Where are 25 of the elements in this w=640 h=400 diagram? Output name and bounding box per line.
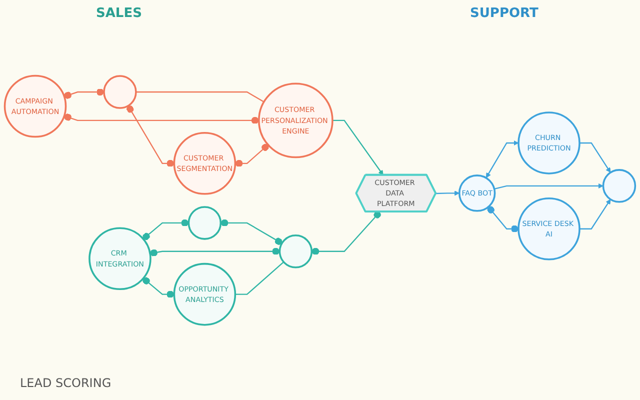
group-heading: SUPPORT: [470, 6, 538, 21]
connector: [312, 210, 381, 255]
connector: [235, 261, 284, 295]
group-heading: SALES: [96, 6, 142, 21]
node-circle: [103, 74, 137, 109]
connector: [64, 88, 104, 99]
connector: [142, 276, 174, 298]
node-circle: [188, 206, 222, 240]
connector: [136, 91, 264, 102]
arrow: [580, 198, 611, 230]
connector: [126, 105, 174, 167]
arrow: [486, 140, 519, 178]
arrow: [332, 120, 384, 176]
arrow: [580, 142, 611, 172]
node-circle: [602, 168, 636, 202]
connector: [150, 248, 280, 256]
connector: [235, 144, 269, 167]
arrow: [436, 190, 460, 196]
connector: [220, 219, 282, 245]
connector: [64, 113, 259, 124]
node-circle: [278, 234, 313, 268]
connector: [487, 206, 519, 232]
icon-caption: LEAD SCORING: [20, 376, 112, 390]
arrow: [494, 183, 604, 190]
connector: [142, 219, 189, 240]
